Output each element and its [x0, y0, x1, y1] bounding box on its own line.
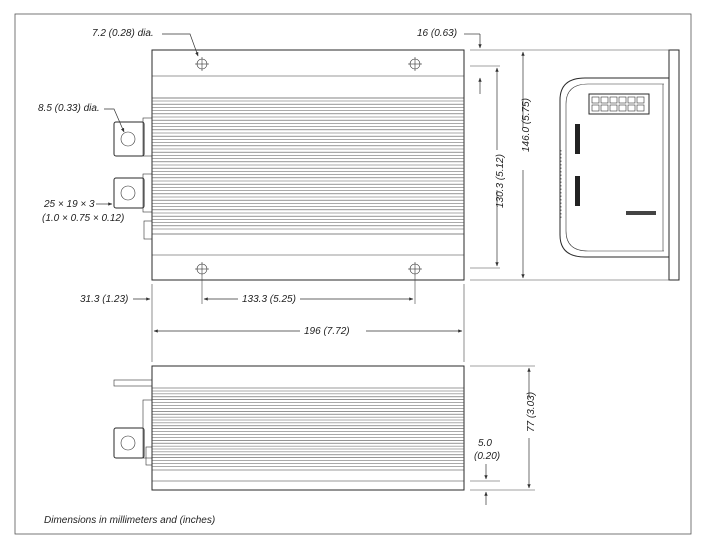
side-view-body	[151, 365, 465, 491]
dim-depth: 77 (3.03)	[470, 365, 537, 491]
label-base-1: 5.0	[478, 438, 492, 449]
label-terminal-dia: 8.5 (0.33) dia.	[38, 103, 100, 114]
label-depth: 77 (3.03)	[526, 392, 537, 432]
side-tab	[113, 379, 153, 387]
side-view	[113, 365, 465, 491]
label-terminal-size-2: (1.0 × 0.75 × 0.12)	[42, 213, 124, 224]
side-terminal	[113, 399, 153, 459]
side-view-fins	[152, 390, 464, 467]
mounting-hole-br	[408, 262, 422, 276]
top-view	[113, 49, 465, 281]
dim-height-130: 130.3 (5.12)	[470, 65, 506, 269]
label-terminal-size-1: 25 × 19 × 3	[43, 199, 95, 210]
end-view	[559, 49, 680, 281]
label-hole-dia: 7.2 (0.28) dia.	[92, 28, 154, 39]
mounting-hole-bl	[195, 262, 209, 276]
label-height-130: 130.3 (5.12)	[495, 154, 506, 208]
top-view-fins	[152, 100, 464, 230]
dim-left-offset: 31.3 (1.23)	[80, 284, 153, 362]
dim-hole-spacing: 133.3 (5.25)	[201, 276, 416, 305]
end-connector	[588, 93, 650, 115]
drawing-border	[14, 13, 692, 535]
dim-hole-dia: 7.2 (0.28) dia.	[92, 28, 199, 57]
dim-height-146: 146.0 (5.75)	[470, 49, 670, 281]
mounting-hole-tl	[195, 57, 209, 71]
label-height-146: 146.0 (5.75)	[521, 98, 532, 152]
end-slot-1	[575, 124, 580, 154]
label-top-offset: 16 (0.63)	[417, 28, 457, 39]
dim-terminal-dia: 8.5 (0.33) dia.	[38, 103, 125, 133]
mounting-hole-tr	[408, 57, 422, 71]
label-hole-spacing: 133.3 (5.25)	[242, 294, 296, 305]
terminal-lower	[113, 173, 153, 213]
dim-terminal-size: 25 × 19 × 3 (1.0 × 0.75 × 0.12)	[42, 199, 124, 224]
dim-base: 5.0 (0.20)	[470, 438, 500, 505]
end-slot-2	[575, 176, 580, 206]
label-length: 196 (7.72)	[304, 326, 350, 337]
side-connector	[143, 220, 153, 240]
end-plate	[668, 49, 680, 281]
terminal-upper	[113, 117, 153, 157]
label-left-offset: 31.3 (1.23)	[80, 294, 128, 305]
label-base-2: (0.20)	[474, 451, 500, 462]
end-view-housing	[559, 77, 669, 258]
dim-length: 196 (7.72)	[153, 284, 465, 362]
dim-top-offset: 16 (0.63)	[417, 28, 482, 94]
footnote: Dimensions in millimeters and (inches)	[44, 515, 215, 526]
end-slot-3	[626, 211, 656, 215]
